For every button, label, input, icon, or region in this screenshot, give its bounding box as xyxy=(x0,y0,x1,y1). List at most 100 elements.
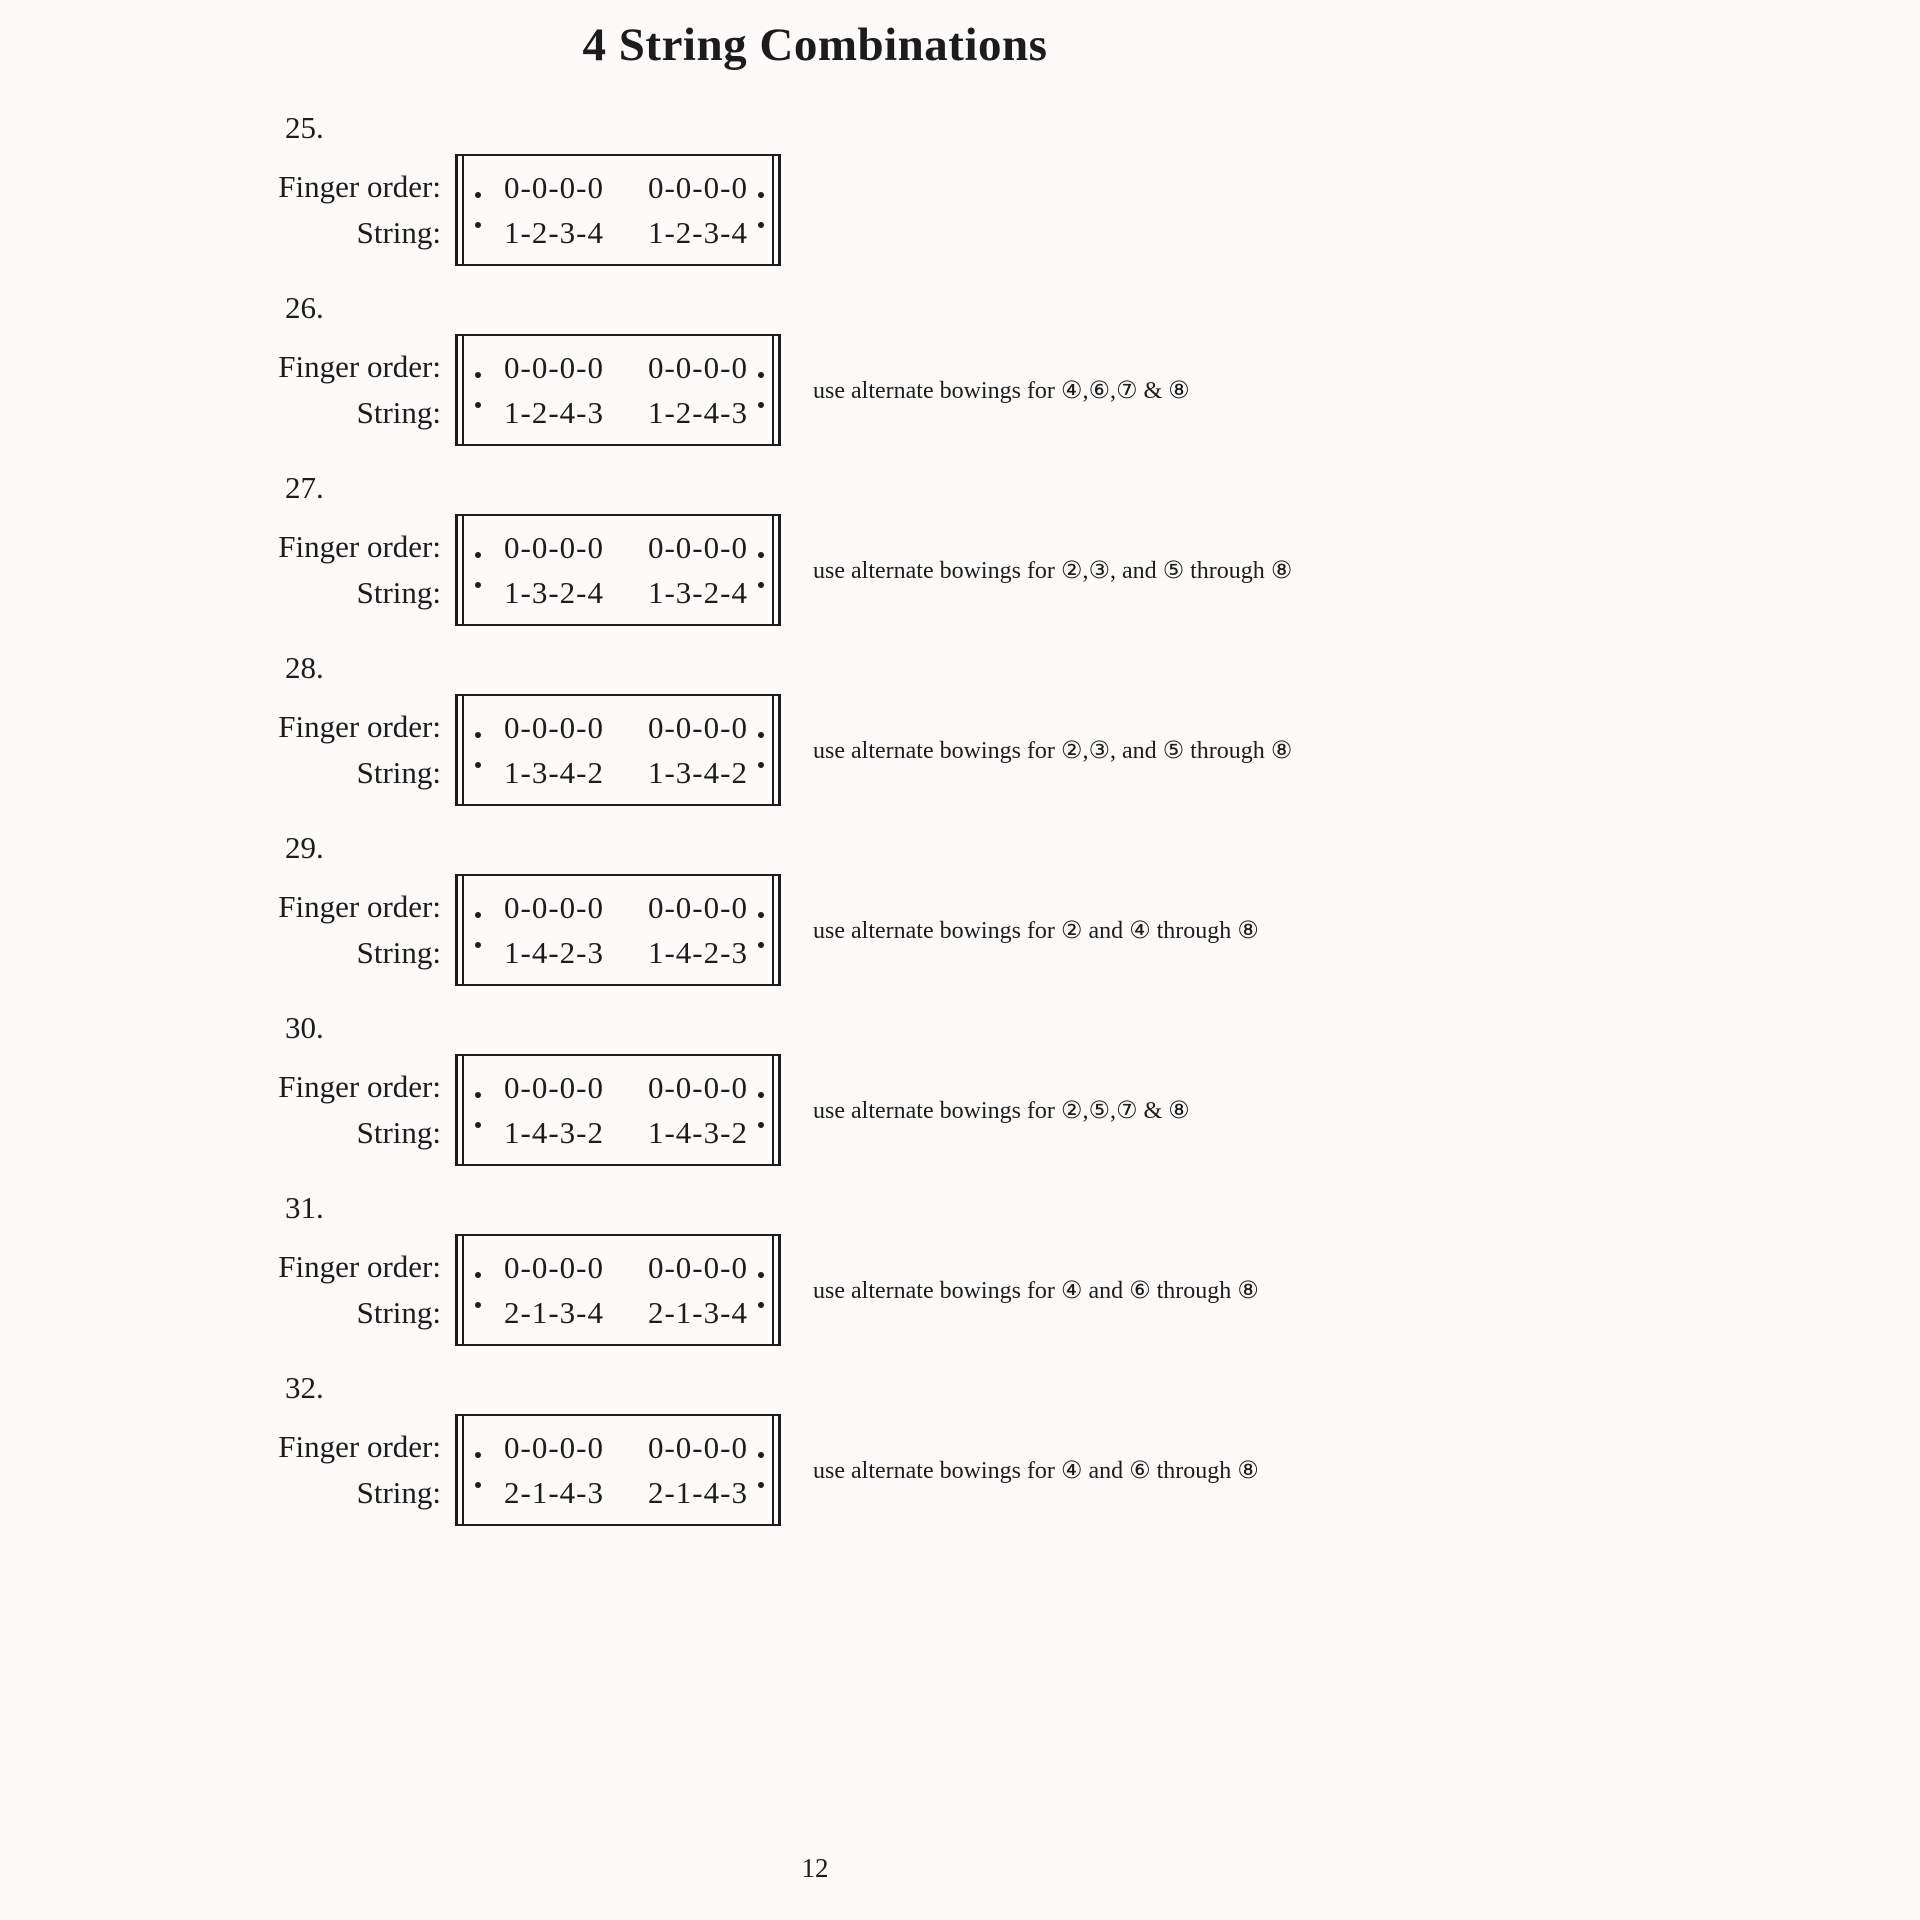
string-pattern-2: 1-3-4-2 xyxy=(647,755,748,790)
pattern-rows: 0-0-0-0 0-0-0-0 1-4-2-3 1-4-2-3 xyxy=(458,885,778,975)
repeat-dots-right-icon xyxy=(758,732,764,768)
repeat-dots-left-icon xyxy=(475,732,481,768)
exercise-row: Finger order: String: 0-0-0-0 0-0-0-0 1-… xyxy=(0,694,1920,806)
exercise-labels: Finger order: String: xyxy=(0,884,455,976)
string-order-row: 2-1-4-3 2-1-4-3 xyxy=(504,1470,778,1515)
repeat-dots-right-icon xyxy=(758,372,764,408)
exercise-labels: Finger order: String: xyxy=(0,1424,455,1516)
repeat-pattern-box: 0-0-0-0 0-0-0-0 1-3-4-2 1-3-4-2 xyxy=(455,694,781,806)
finger-order-label: Finger order: xyxy=(278,1069,441,1104)
string-pattern-2: 1-2-4-3 xyxy=(647,395,748,430)
string-pattern-2: 1-4-3-2 xyxy=(647,1115,748,1150)
exercise-block: 26. Finger order: String: 0-0-0-0 0-0-0-… xyxy=(0,290,1920,446)
exercise-number: 28. xyxy=(285,650,324,685)
finger-order-row: 0-0-0-0 0-0-0-0 xyxy=(504,1245,778,1290)
string-pattern-1: 2-1-3-4 xyxy=(504,1295,604,1330)
finger-pattern-2: 0-0-0-0 xyxy=(647,1070,748,1105)
repeat-dots-right-icon xyxy=(758,1272,764,1308)
exercise-row: Finger order: String: 0-0-0-0 0-0-0-0 1-… xyxy=(0,334,1920,446)
repeat-barline-left-icon xyxy=(462,1416,464,1524)
finger-order-label: Finger order: xyxy=(278,349,441,384)
string-order-row: 1-3-2-4 1-3-2-4 xyxy=(504,570,778,615)
repeat-barline-left-icon xyxy=(462,516,464,624)
string-pattern-2: 2-1-4-3 xyxy=(647,1475,748,1510)
exercise-number: 29. xyxy=(285,830,324,865)
finger-pattern-2: 0-0-0-0 xyxy=(647,890,748,925)
exercise-row: Finger order: String: 0-0-0-0 0-0-0-0 1-… xyxy=(0,874,1920,986)
repeat-barline-right-icon xyxy=(772,156,774,264)
finger-pattern-2: 0-0-0-0 xyxy=(647,530,748,565)
exercise-block: 32. Finger order: String: 0-0-0-0 0-0-0-… xyxy=(0,1370,1920,1526)
repeat-barline-left-icon xyxy=(462,336,464,444)
string-order-row: 1-3-4-2 1-3-4-2 xyxy=(504,750,778,795)
finger-pattern-1: 0-0-0-0 xyxy=(504,530,604,565)
exercise-number: 31. xyxy=(285,1190,324,1225)
string-label: String: xyxy=(356,935,441,970)
repeat-dots-right-icon xyxy=(758,552,764,588)
exercise-block: 28. Finger order: String: 0-0-0-0 0-0-0-… xyxy=(0,650,1920,806)
string-label: String: xyxy=(356,1115,441,1150)
string-pattern-1: 1-3-2-4 xyxy=(504,575,604,610)
string-order-row: 1-4-2-3 1-4-2-3 xyxy=(504,930,778,975)
repeat-barline-left-icon xyxy=(462,696,464,804)
exercise-row: Finger order: String: 0-0-0-0 0-0-0-0 1-… xyxy=(0,514,1920,626)
repeat-pattern-box: 0-0-0-0 0-0-0-0 1-4-3-2 1-4-3-2 xyxy=(455,1054,781,1166)
repeat-pattern-box: 0-0-0-0 0-0-0-0 1-2-3-4 1-2-3-4 xyxy=(455,154,781,266)
finger-order-label: Finger order: xyxy=(278,529,441,564)
exercise-row: Finger order: String: 0-0-0-0 0-0-0-0 2-… xyxy=(0,1414,1920,1526)
repeat-barline-left-icon xyxy=(462,156,464,264)
bowing-note: use alternate bowings for ④,⑥,⑦ & ⑧ xyxy=(813,377,1190,404)
pattern-rows: 0-0-0-0 0-0-0-0 2-1-4-3 2-1-4-3 xyxy=(458,1425,778,1515)
exercise-labels: Finger order: String: xyxy=(0,1064,455,1156)
repeat-dots-right-icon xyxy=(758,1092,764,1128)
string-pattern-1: 2-1-4-3 xyxy=(504,1475,604,1510)
finger-order-label: Finger order: xyxy=(278,1249,441,1284)
finger-pattern-1: 0-0-0-0 xyxy=(504,1430,604,1465)
repeat-dots-right-icon xyxy=(758,912,764,948)
repeat-barline-right-icon xyxy=(772,1416,774,1524)
exercise-number: 27. xyxy=(285,470,324,505)
string-pattern-1: 1-4-2-3 xyxy=(504,935,604,970)
repeat-barline-left-icon xyxy=(462,876,464,984)
repeat-barline-right-icon xyxy=(772,1056,774,1164)
repeat-barline-right-icon xyxy=(772,336,774,444)
finger-pattern-1: 0-0-0-0 xyxy=(504,1070,604,1105)
finger-pattern-1: 0-0-0-0 xyxy=(504,170,604,205)
finger-pattern-2: 0-0-0-0 xyxy=(647,350,748,385)
string-label: String: xyxy=(356,215,441,250)
exercise-block: 30. Finger order: String: 0-0-0-0 0-0-0-… xyxy=(0,1010,1920,1166)
repeat-barline-right-icon xyxy=(772,516,774,624)
exercise-block: 29. Finger order: String: 0-0-0-0 0-0-0-… xyxy=(0,830,1920,986)
string-pattern-2: 1-2-3-4 xyxy=(647,215,748,250)
exercise-labels: Finger order: String: xyxy=(0,524,455,616)
string-pattern-2: 1-4-2-3 xyxy=(647,935,748,970)
finger-order-label: Finger order: xyxy=(278,169,441,204)
repeat-dots-left-icon xyxy=(475,1272,481,1308)
repeat-barline-right-icon xyxy=(772,1236,774,1344)
finger-pattern-1: 0-0-0-0 xyxy=(504,1250,604,1285)
finger-order-row: 0-0-0-0 0-0-0-0 xyxy=(504,165,778,210)
pattern-rows: 0-0-0-0 0-0-0-0 1-3-4-2 1-3-4-2 xyxy=(458,705,778,795)
repeat-dots-left-icon xyxy=(475,1092,481,1128)
finger-order-label: Finger order: xyxy=(278,1429,441,1464)
finger-order-row: 0-0-0-0 0-0-0-0 xyxy=(504,1425,778,1470)
exercise-row: Finger order: String: 0-0-0-0 0-0-0-0 2-… xyxy=(0,1234,1920,1346)
string-pattern-1: 1-2-3-4 xyxy=(504,215,604,250)
string-pattern-2: 2-1-3-4 xyxy=(647,1295,748,1330)
finger-pattern-1: 0-0-0-0 xyxy=(504,710,604,745)
exercise-number: 30. xyxy=(285,1010,324,1045)
exercise-labels: Finger order: String: xyxy=(0,704,455,796)
exercise-block: 31. Finger order: String: 0-0-0-0 0-0-0-… xyxy=(0,1190,1920,1346)
exercise-block: 25. Finger order: String: 0-0-0-0 0-0-0-… xyxy=(0,110,1920,266)
exercise-row: Finger order: String: 0-0-0-0 0-0-0-0 1-… xyxy=(0,154,1920,266)
finger-order-row: 0-0-0-0 0-0-0-0 xyxy=(504,525,778,570)
repeat-pattern-box: 0-0-0-0 0-0-0-0 1-3-2-4 1-3-2-4 xyxy=(455,514,781,626)
bowing-note: use alternate bowings for ②,⑤,⑦ & ⑧ xyxy=(813,1097,1190,1124)
repeat-barline-right-icon xyxy=(772,876,774,984)
repeat-pattern-box: 0-0-0-0 0-0-0-0 2-1-3-4 2-1-3-4 xyxy=(455,1234,781,1346)
bowing-note: use alternate bowings for ④ and ⑥ throug… xyxy=(813,1277,1259,1304)
finger-order-row: 0-0-0-0 0-0-0-0 xyxy=(504,705,778,750)
repeat-dots-left-icon xyxy=(475,192,481,228)
repeat-dots-left-icon xyxy=(475,372,481,408)
